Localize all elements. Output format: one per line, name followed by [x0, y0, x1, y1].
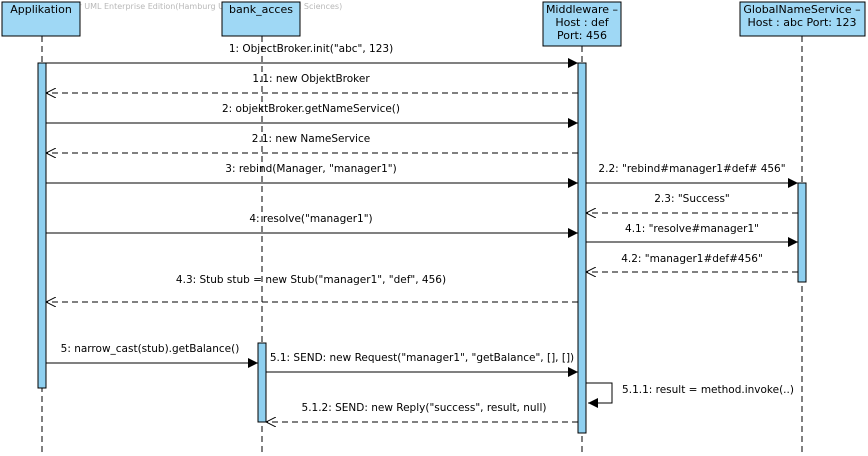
message-2-1[interactable]: 2.1: new NameService — [46, 133, 578, 153]
message-2[interactable]: 2: objektBroker.getNameService() — [46, 103, 578, 128]
message-2-3[interactable]: 2.3: "Success" — [586, 193, 798, 213]
participant-label-line1: Middleware – — [546, 3, 618, 16]
message-label: 5.1: SEND: new Request("manager1", "getB… — [270, 352, 574, 364]
message-label: 4.2: "manager1#def#456" — [621, 253, 763, 265]
watermark: Visual Paradigm for UML Enterprise Editi… — [4, 2, 342, 11]
message-label: 2.3: "Success" — [654, 193, 730, 205]
message-4[interactable]: 4: resolve("manager1") — [46, 213, 578, 238]
message-label: 2.2: "rebind#manager1#def# 456" — [598, 163, 785, 175]
message-3[interactable]: 3: rebind(Manager, "manager1") — [46, 163, 578, 188]
message-5-1[interactable]: 5.1: SEND: new Request("manager1", "getB… — [266, 352, 578, 377]
message-2-2[interactable]: 2.2: "rebind#manager1#def# 456" — [586, 163, 798, 188]
message-label: 5.1.2: SEND: new Reply("success", result… — [302, 402, 547, 414]
participant-label-line3: Port: 456 — [557, 29, 607, 42]
message-4-2[interactable]: 4.2: "manager1#def#456" — [586, 253, 798, 272]
message-4-3[interactable]: 4.3: Stub stub = new Stub("manager1", "d… — [46, 274, 578, 302]
message-label: 2.1: new NameService — [252, 133, 370, 145]
participant-applikation[interactable]: Applikation — [1, 1, 81, 37]
message-label: 5.1.1: result = method.invoke(..) — [622, 384, 794, 396]
activation-global-name-service — [797, 182, 807, 283]
participant-label: Applikation — [10, 3, 72, 16]
message-1-1[interactable]: 1.1: new ObjektBroker — [46, 73, 578, 93]
participant-middleware[interactable]: Middleware – Host : def Port: 456 — [542, 1, 622, 47]
message-5-1-1[interactable]: 5.1.1: result = method.invoke(..) — [586, 382, 794, 408]
activation-bank-acces — [257, 342, 267, 423]
message-5-1-2[interactable]: 5.1.2: SEND: new Reply("success", result… — [266, 402, 578, 422]
message-label: 4: resolve("manager1") — [249, 213, 372, 225]
participant-label-line1: GlobalNameService – — [743, 3, 860, 16]
activation-applikation — [37, 62, 47, 389]
message-1[interactable]: 1: ObjectBroker.init("abc", 123) — [46, 43, 578, 68]
message-label: 5: narrow_cast(stub).getBalance() — [61, 343, 240, 355]
message-4-1[interactable]: 4.1: "resolve#manager1" — [586, 223, 798, 247]
participant-bank-acces[interactable]: bank_acces — [221, 1, 301, 37]
message-label: 4.1: "resolve#manager1" — [625, 223, 759, 235]
message-label: 3: rebind(Manager, "manager1") — [225, 163, 396, 175]
activation-middleware — [577, 62, 587, 434]
participant-label-line2: Host : def — [555, 16, 609, 29]
participant-global-name-service[interactable]: GlobalNameService – Host : abc Port: 123 — [739, 1, 866, 37]
participant-label: bank_acces — [229, 3, 293, 16]
message-label: 1: ObjectBroker.init("abc", 123) — [229, 43, 393, 55]
message-5[interactable]: 5: narrow_cast(stub).getBalance() — [46, 343, 258, 368]
message-label: 2: objektBroker.getNameService() — [222, 103, 400, 115]
message-label: 4.3: Stub stub = new Stub("manager1", "d… — [176, 274, 446, 286]
participant-label-line2: Host : abc Port: 123 — [747, 16, 856, 29]
message-label: 1.1: new ObjektBroker — [252, 73, 370, 85]
